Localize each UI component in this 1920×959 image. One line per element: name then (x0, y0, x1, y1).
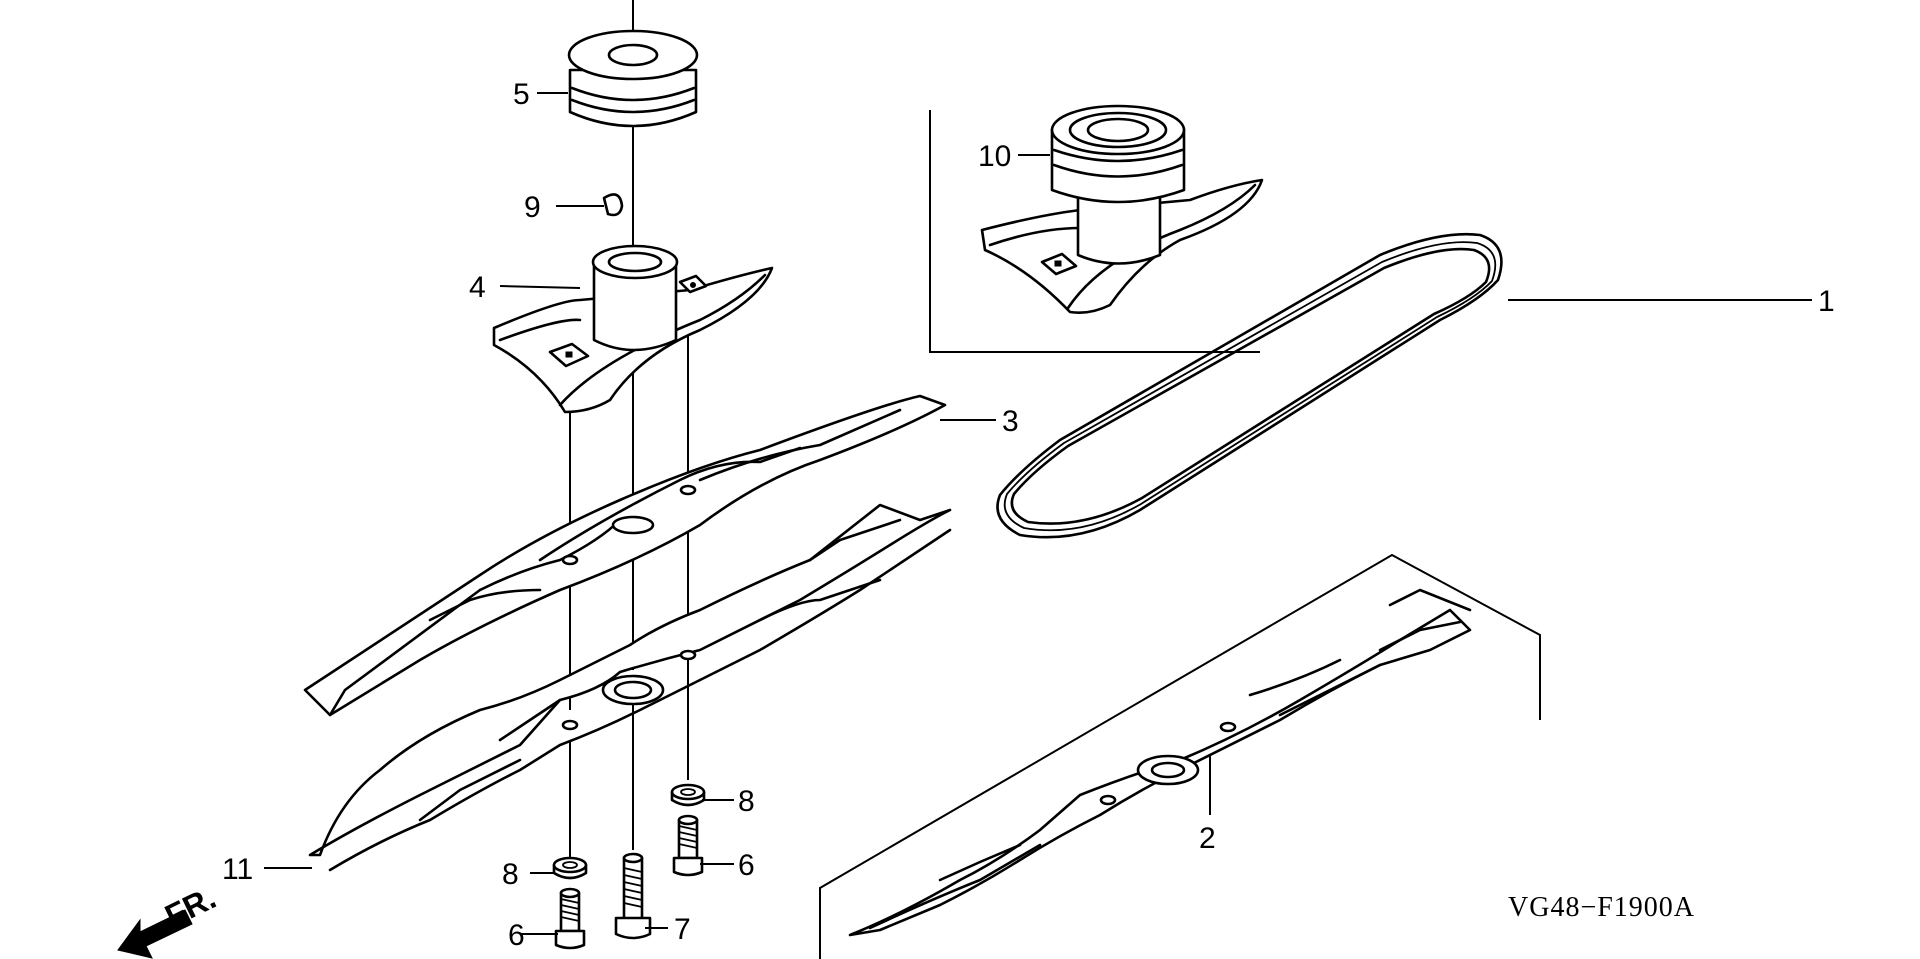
assembly-axis-lines (569, 0, 689, 860)
alt-blade-frame (819, 553, 1541, 959)
callout-number-1: 1 (1818, 285, 1835, 318)
callout-number-7: 7 (674, 913, 691, 946)
callout-number-3: 3 (1002, 405, 1019, 438)
inset-frame (929, 110, 1260, 353)
drawing-code: VG48−F1900A (1508, 892, 1695, 923)
callout-number-8-right: 8 (738, 785, 755, 818)
key-part (602, 193, 624, 217)
alt-blade-part (848, 588, 1472, 937)
lower-blade-part (308, 503, 952, 872)
blade-holder-part (492, 244, 774, 414)
callout-leaders (264, 92, 1812, 935)
callout-number-9: 9 (524, 191, 541, 224)
callout-number-4: 4 (469, 271, 486, 304)
callout-number-6-left: 6 (508, 919, 525, 952)
bolt-part-right (672, 814, 704, 877)
washer-part-left (552, 856, 588, 880)
callout-number-5: 5 (513, 78, 530, 111)
callout-number-10: 10 (978, 140, 1011, 173)
callout-number-6-right: 6 (738, 849, 755, 882)
upper-blade-part (303, 394, 947, 717)
washer-part-right (670, 783, 706, 807)
pulley-part (567, 29, 699, 128)
callout-number-2: 2 (1199, 822, 1216, 855)
front-direction-arrow-icon (117, 909, 193, 959)
belt-part (996, 232, 1503, 539)
holder-assembly-part (980, 104, 1264, 314)
callout-number-11: 11 (222, 853, 253, 886)
center-bolt-part (614, 852, 652, 940)
bolt-part-left (554, 887, 586, 950)
callout-number-8-left: 8 (502, 858, 519, 891)
